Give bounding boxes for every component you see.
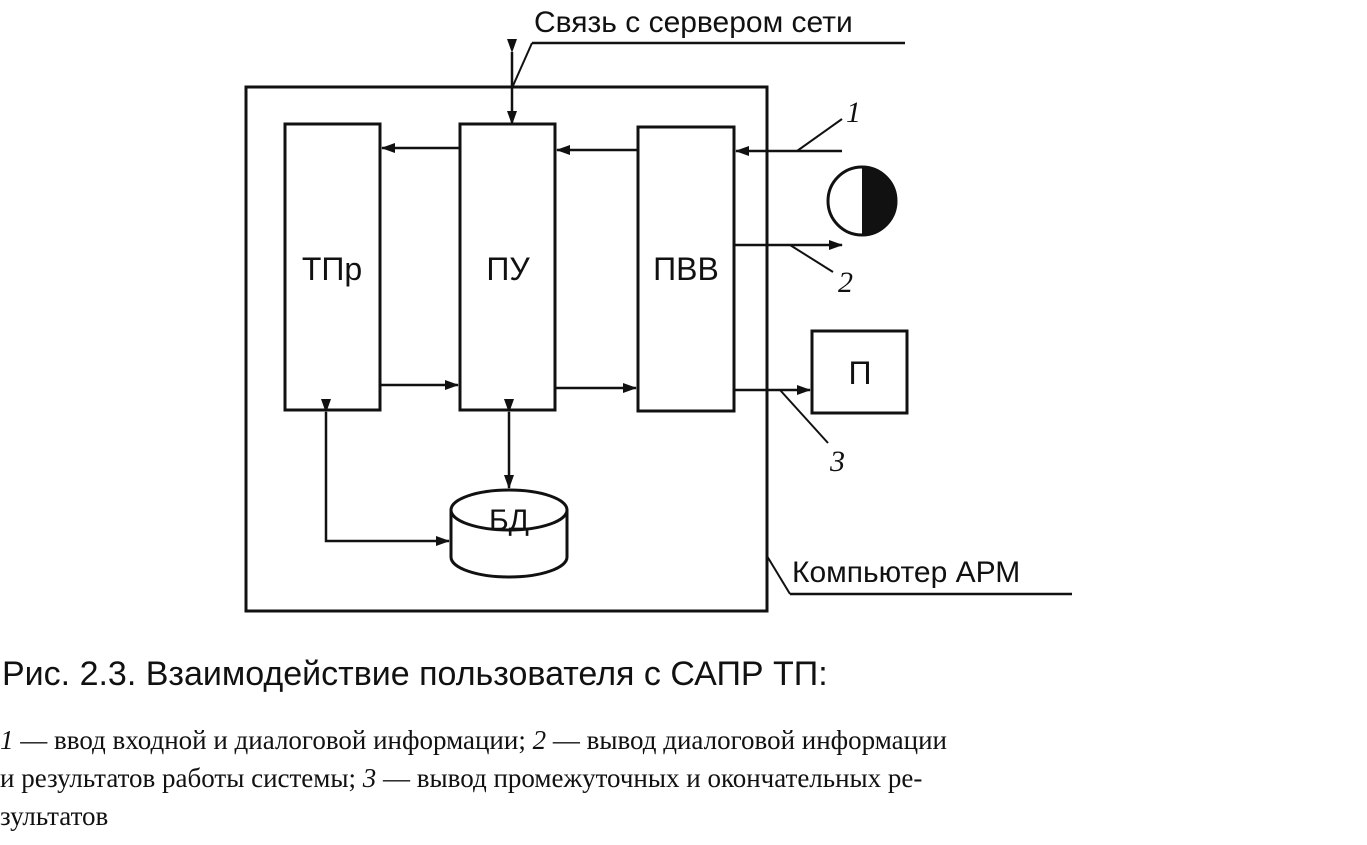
network-label: Связь с сервером сети [534,6,853,39]
caption-line-1: 1 — ввод входной и диалоговой информации… [0,725,947,756]
caption-line-2: и результатов работы системы; 3 — вывод … [0,763,922,794]
computer-frame [244,85,769,613]
leader-3 [779,389,829,444]
pvv-block [636,125,736,413]
caption-text-2a: и результатов работы системы; [0,763,363,793]
bd-label: БД [489,504,529,537]
tpr-label: ТПр [302,251,362,287]
computer-label: Компьютер АРМ [792,556,1020,589]
caption-text-3: зультатов [0,801,109,831]
leader-1 [796,118,843,152]
p-label: П [849,355,872,391]
pu-label: ПУ [486,251,530,287]
tpr-block [283,122,382,412]
pvv-label: ПВВ [653,251,719,287]
monitor-icon [826,165,898,237]
caption-title: Рис. 2.3. Взаимодействие пользователя с … [2,655,828,693]
network-leader [511,42,533,89]
caption-line-3: зультатов [0,801,108,832]
number-2: 2 [838,266,853,299]
interaction-diagram: Связь с сервером сети ТПр ПУ ПВВ П БД 1 … [244,6,1072,613]
pu-block [458,122,557,412]
p-block [810,329,909,415]
caption-number-3: 3 [362,763,377,793]
leader-2 [789,244,834,273]
caption-number-2: 2 [532,725,547,755]
computer-leader [766,555,791,595]
number-3: 3 [829,445,845,478]
arrow-tpr-bd [321,399,450,546]
caption-text-2b: — вывод промежуточных и окончательных ре… [376,763,923,793]
caption-number-1: 1 [0,725,14,755]
caption-text-1b: — вывод диалоговой информации [546,725,948,755]
caption-text-1a: — ввод входной и диалоговой информации; [13,725,533,755]
number-1: 1 [846,96,861,129]
database-cylinder [449,488,569,579]
